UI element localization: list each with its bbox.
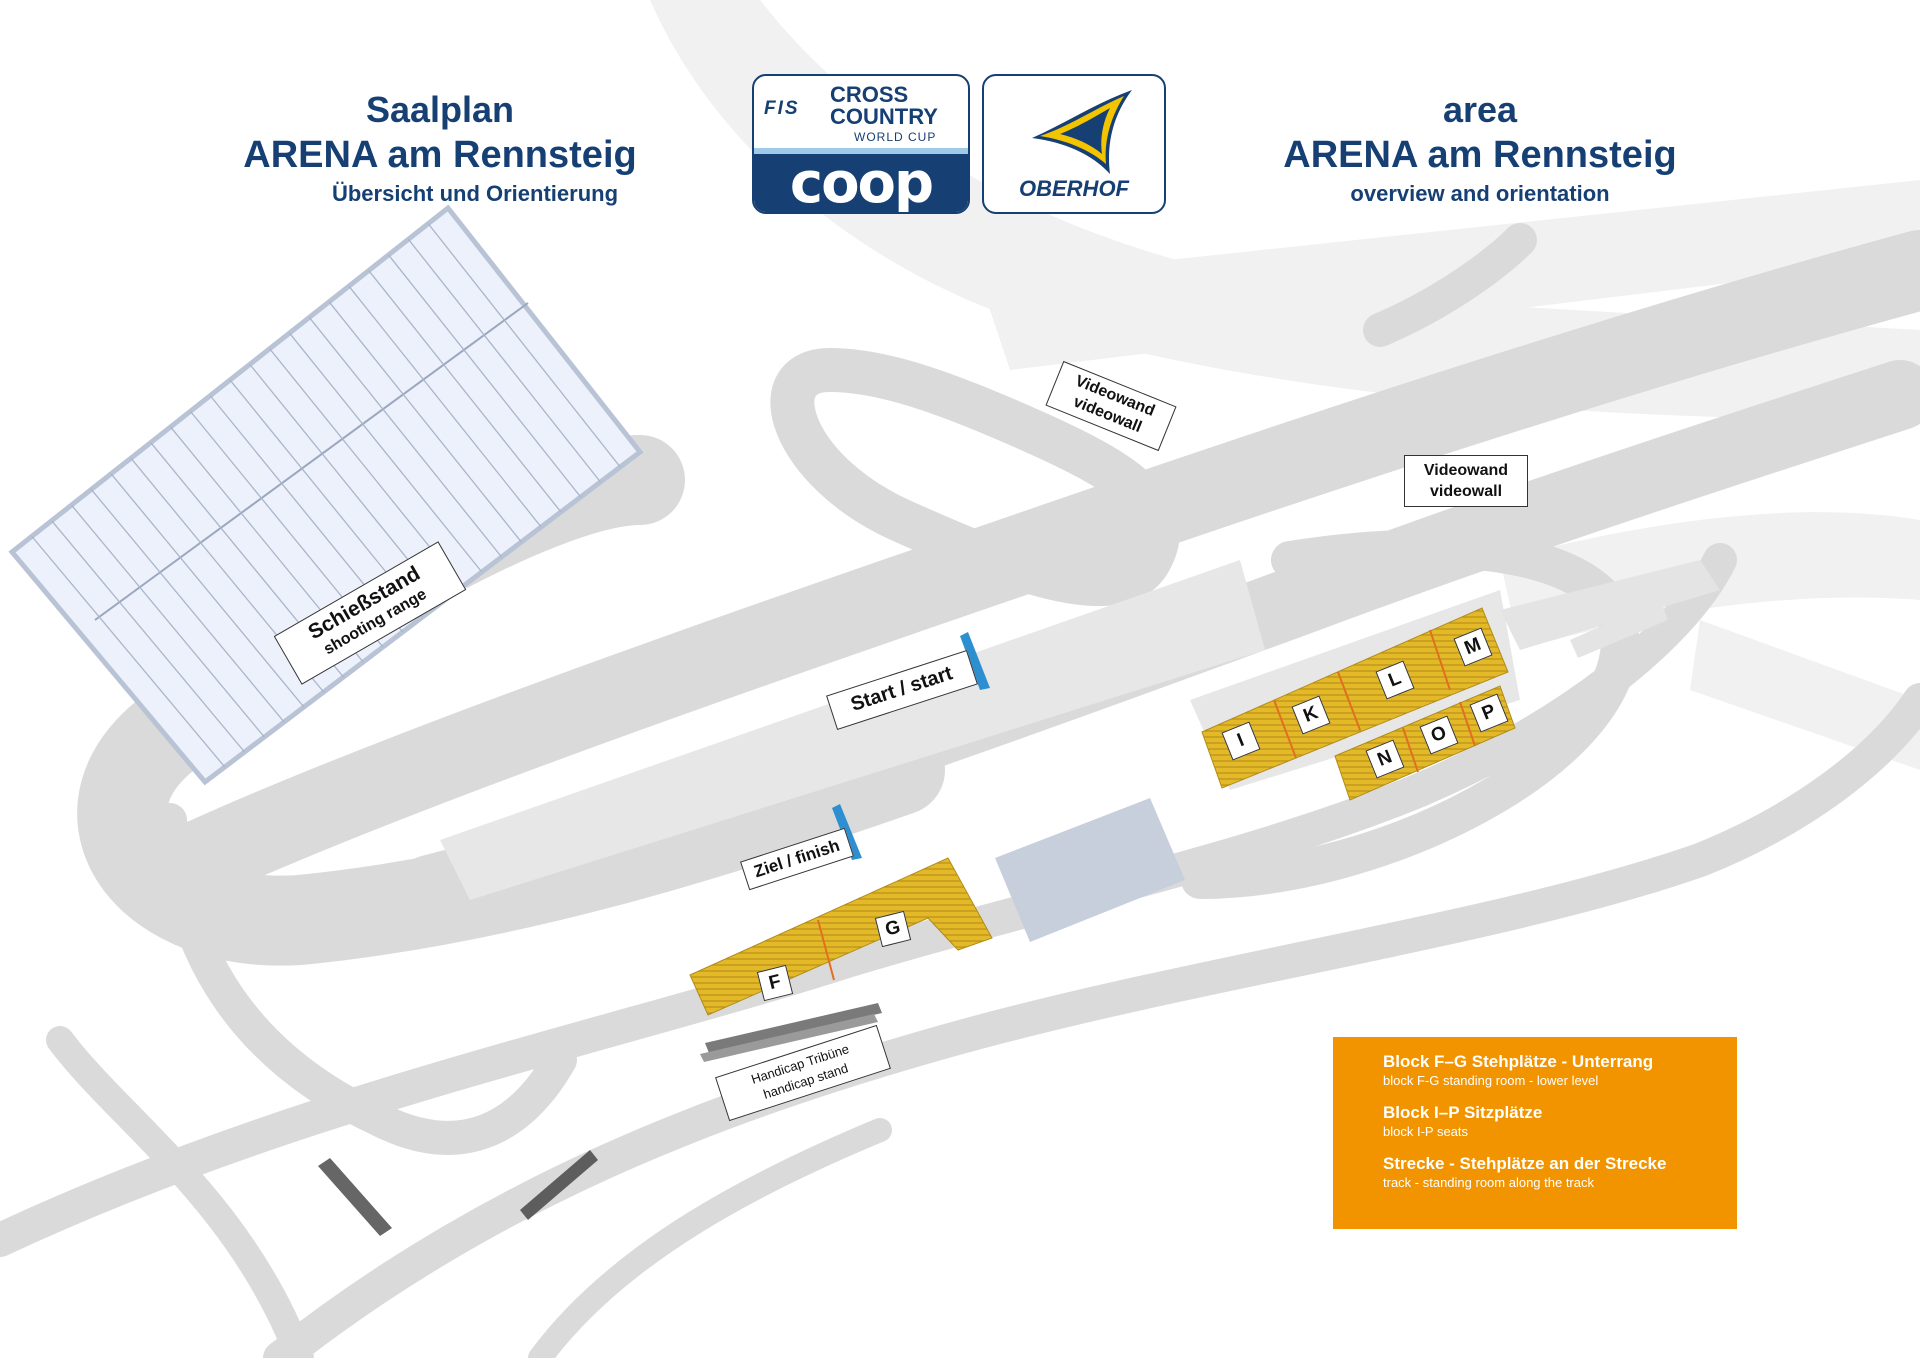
legend-fg-sub: block F-G standing room - lower level xyxy=(1383,1073,1599,1088)
fis-world-cup-logo: FIS CROSS COUNTRY WORLD CUP coop xyxy=(752,74,970,214)
range-lane-line xyxy=(368,270,562,513)
block-fg-area xyxy=(689,857,993,1016)
videowall-sign-2: Videowand videowall xyxy=(1404,455,1528,507)
range-lane-line xyxy=(288,332,483,573)
range-lane-line xyxy=(388,254,582,498)
range-lane-line xyxy=(70,504,265,738)
title-english: area ARENA am Rennsteig overview and ori… xyxy=(1240,88,1720,210)
title-en-line1: area xyxy=(1442,89,1518,130)
videowall2-de: Videowand xyxy=(1423,462,1509,479)
block-iklm-area xyxy=(1201,607,1509,789)
oberhof-wordmark: OBERHOF xyxy=(1019,176,1129,201)
range-lane-line xyxy=(51,520,246,753)
legend-entry-ip: Block I–P Sitzplätze block I-P seats xyxy=(1383,1102,1737,1141)
oberhof-logo: OBERHOF xyxy=(982,74,1166,214)
legend-box: Block F–G Stehplätze - Unterrang block F… xyxy=(1333,1037,1737,1229)
range-lane-line xyxy=(31,535,226,768)
range-lane-line xyxy=(90,489,285,723)
gates xyxy=(832,632,990,860)
title-de-line2: ARENA am Rennsteig xyxy=(243,134,637,176)
legend-track-main: Strecke - Stehplätze an der Strecke xyxy=(1383,1154,1667,1173)
fis-line1: CROSS xyxy=(830,82,909,107)
fis-line2: COUNTRY xyxy=(830,104,938,129)
shooting-range-area xyxy=(8,204,644,786)
fis-line3: WORLD CUP xyxy=(854,130,937,144)
legend-ip-sub: block I-P seats xyxy=(1383,1124,1469,1139)
legend-ip-main: Block I–P Sitzplätze xyxy=(1383,1103,1543,1122)
title-de-line3: Übersicht und Orientierung xyxy=(331,181,619,206)
coop-logo: coop xyxy=(754,154,968,212)
range-lane-line xyxy=(328,301,522,543)
range-lane-line xyxy=(348,285,542,528)
crossings xyxy=(318,1150,598,1236)
title-de-line1: Saalplan xyxy=(365,89,515,130)
fis-mark: FIS xyxy=(764,98,800,119)
title-en-line3: overview and orientation xyxy=(1350,181,1610,206)
title-german: Saalplan ARENA am Rennsteig Übersicht un… xyxy=(200,88,680,210)
legend-entry-track: Strecke - Stehplätze an der Strecke trac… xyxy=(1383,1153,1737,1192)
range-lane-line xyxy=(110,473,305,708)
range-lane-line xyxy=(427,223,621,468)
title-en-line2: ARENA am Rennsteig xyxy=(1283,134,1677,176)
range-lane-line xyxy=(308,317,503,558)
oberhof-emblem-icon xyxy=(1032,90,1132,174)
legend-entry-fg: Block F–G Stehplätze - Unterrang block F… xyxy=(1383,1051,1737,1090)
videowall2-en: videowall xyxy=(1429,483,1503,500)
legend-fg-main: Block F–G Stehplätze - Unterrang xyxy=(1383,1052,1654,1071)
range-lane-line xyxy=(407,238,601,483)
legend-track-sub: track - standing room along the track xyxy=(1383,1175,1594,1190)
